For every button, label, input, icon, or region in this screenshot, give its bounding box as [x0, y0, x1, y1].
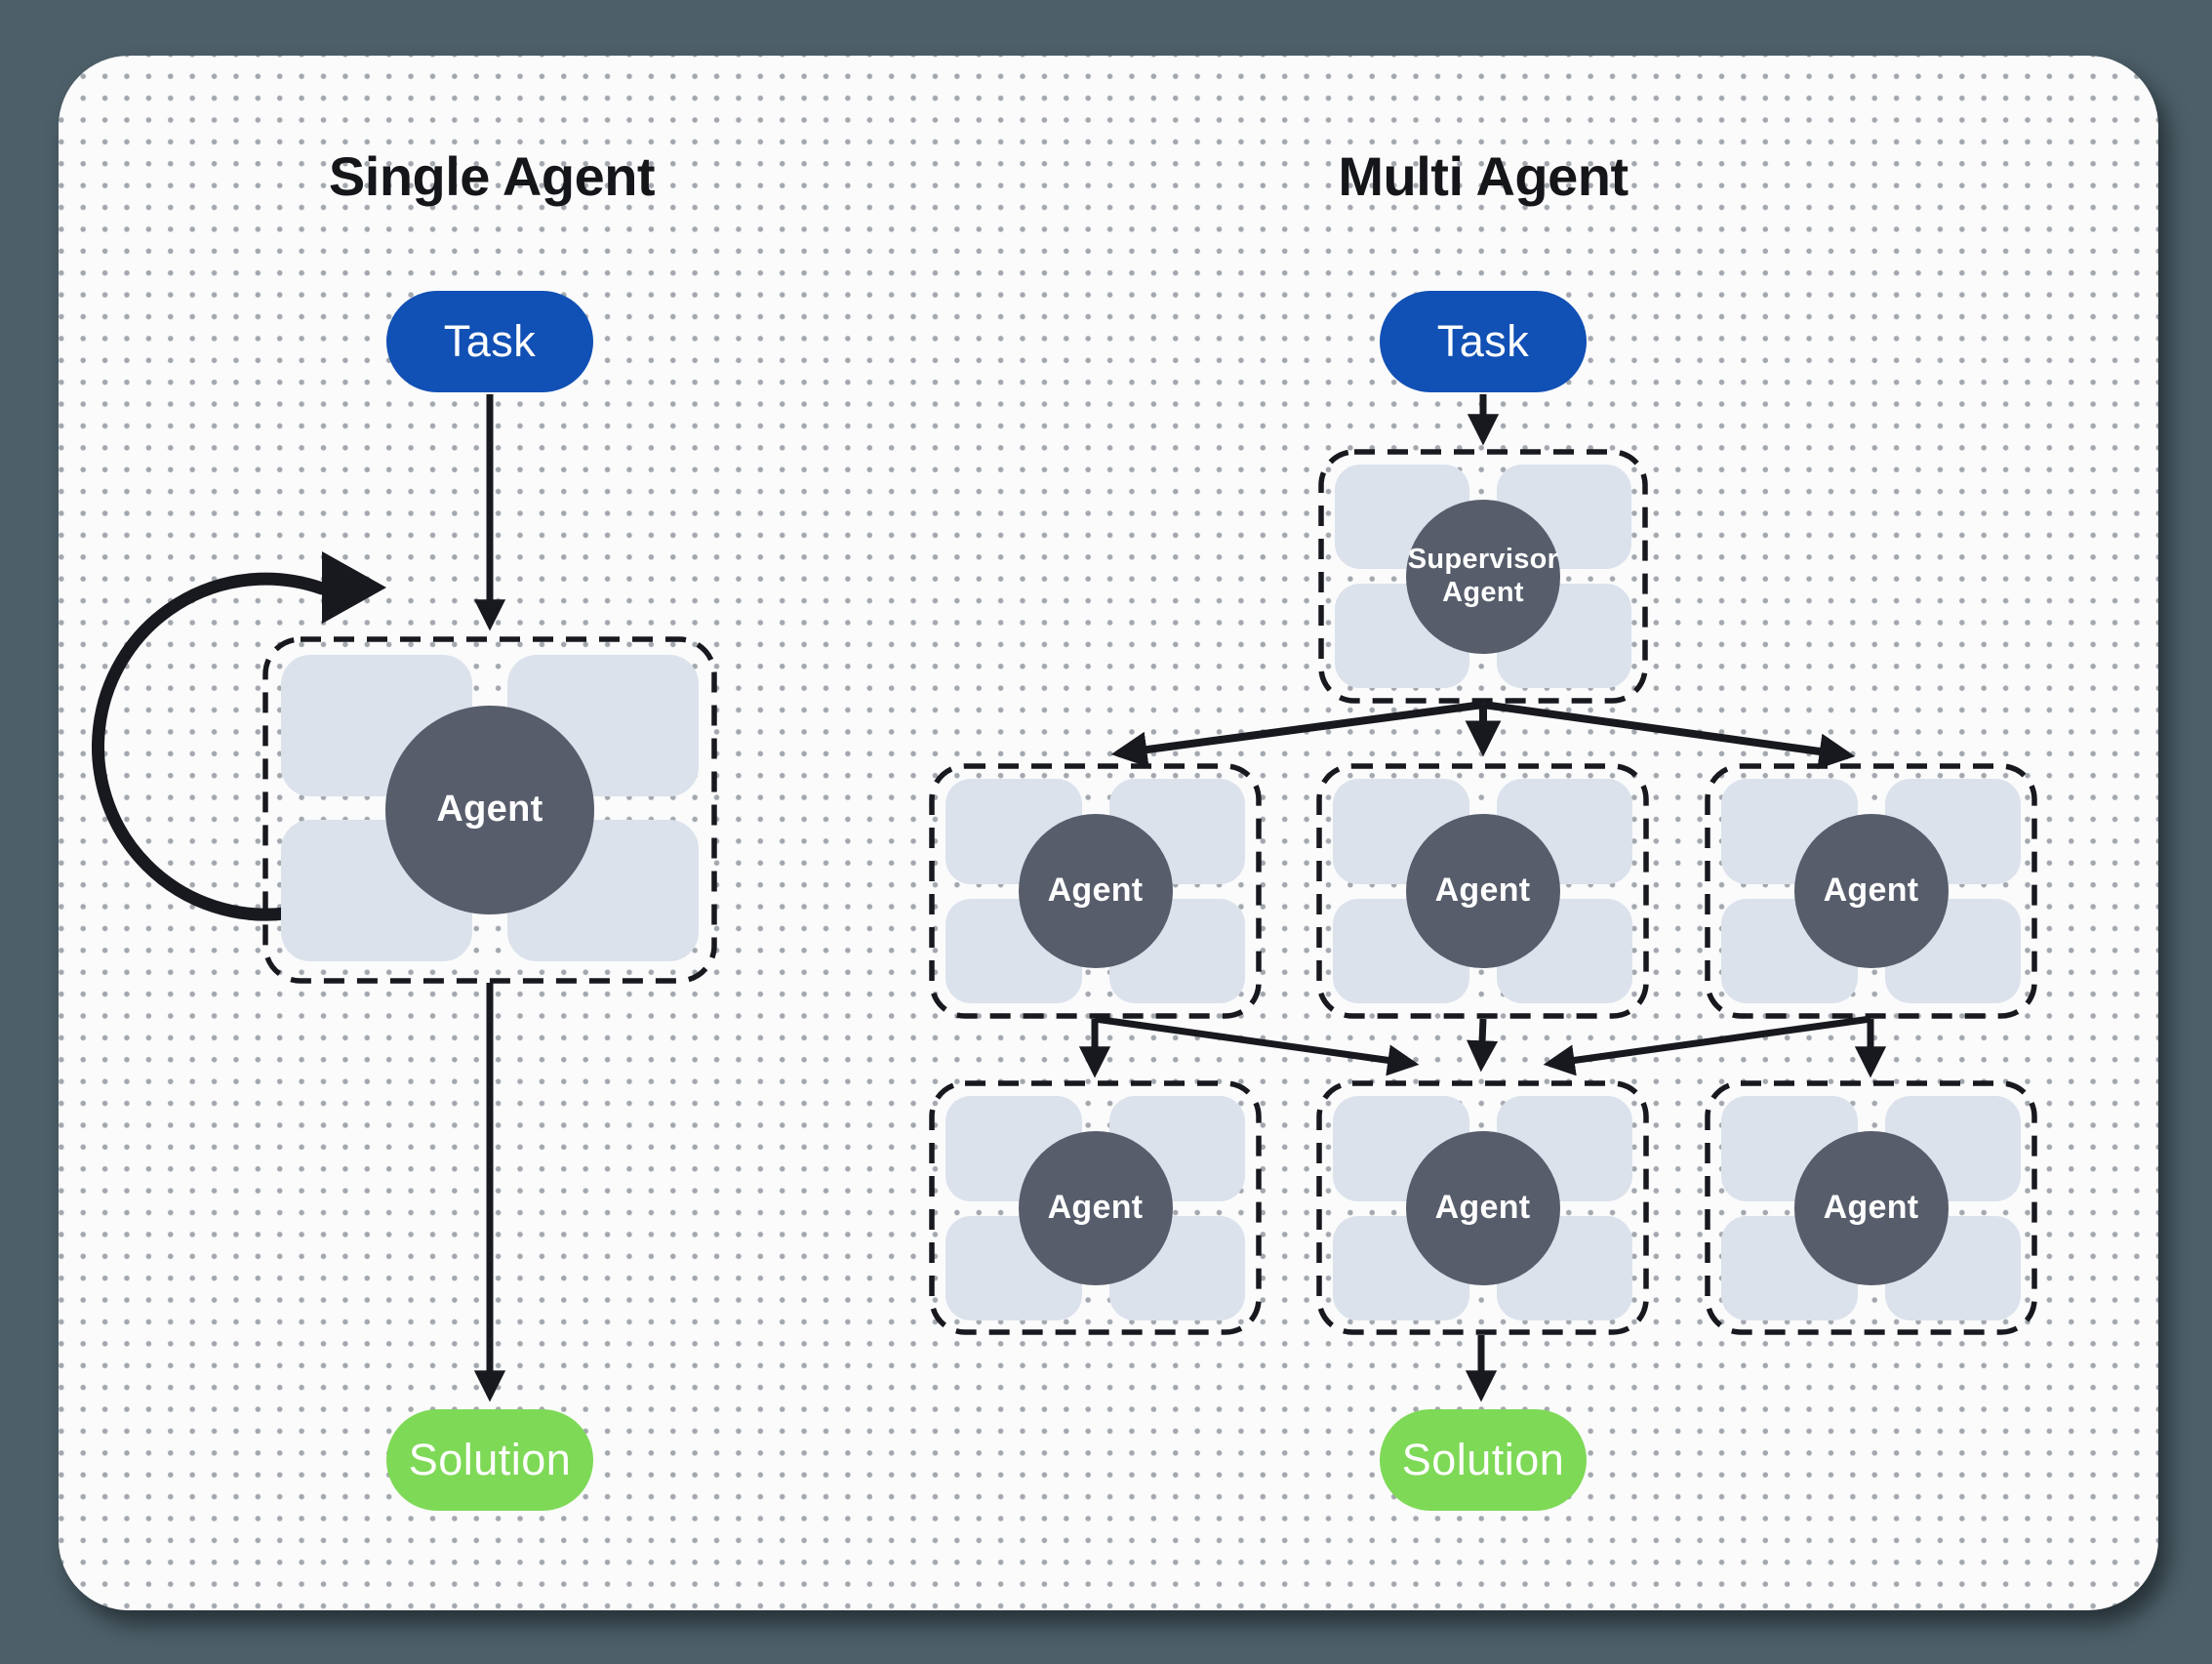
worker-agent-box-r2c2: Agent [1319, 1083, 1646, 1333]
single-agent-box: Agent [265, 639, 714, 981]
agent-label: Agent [1823, 872, 1919, 910]
worker-agent-box-r2c3: Agent [1708, 1083, 2034, 1333]
agent-circle-single: Agent [385, 706, 594, 914]
agent-label: Agent [1823, 1189, 1919, 1227]
agent-circle-r1c2: Agent [1405, 814, 1560, 968]
worker-agent-box-r1c3: Agent [1708, 766, 2034, 1016]
worker-agent-box-r1c2: Agent [1319, 766, 1646, 1016]
task-pill-single: Task [386, 291, 593, 392]
solution-pill-single-label: Solution [408, 1435, 572, 1484]
task-pill-single-label: Task [443, 316, 537, 366]
supervisor-label-line2: Agent [1442, 576, 1524, 608]
agent-label: Agent [1047, 1189, 1144, 1227]
supervisor-label-line1: Supervisor [1407, 544, 1559, 576]
agent-label: Agent [1434, 1189, 1531, 1227]
agent-circle-r1c3: Agent [1793, 814, 1949, 968]
agent-circle-r2c3: Agent [1793, 1131, 1949, 1285]
single-agent-title: Single Agent [328, 145, 656, 207]
task-pill-multi-label: Task [1436, 316, 1530, 366]
agent-label: Agent [436, 789, 543, 831]
agent-circle-r2c2: Agent [1405, 1131, 1560, 1285]
worker-agent-box-r1c1: Agent [932, 766, 1259, 1016]
agent-circle-r2c1: Agent [1018, 1131, 1173, 1285]
supervisor-agent-box: Supervisor Agent [1321, 452, 1645, 701]
agent-label: Agent [1047, 872, 1144, 910]
worker-agent-box-r2c1: Agent [932, 1083, 1259, 1333]
solution-pill-single: Solution [386, 1409, 593, 1511]
solution-pill-multi: Solution [1380, 1409, 1587, 1511]
task-pill-multi: Task [1380, 291, 1587, 392]
multi-agent-title: Multi Agent [1338, 145, 1629, 207]
agent-circle-r1c1: Agent [1018, 814, 1173, 968]
supervisor-agent-circle: Supervisor Agent [1406, 499, 1560, 654]
solution-pill-multi-label: Solution [1401, 1435, 1565, 1484]
agent-label: Agent [1434, 872, 1531, 910]
